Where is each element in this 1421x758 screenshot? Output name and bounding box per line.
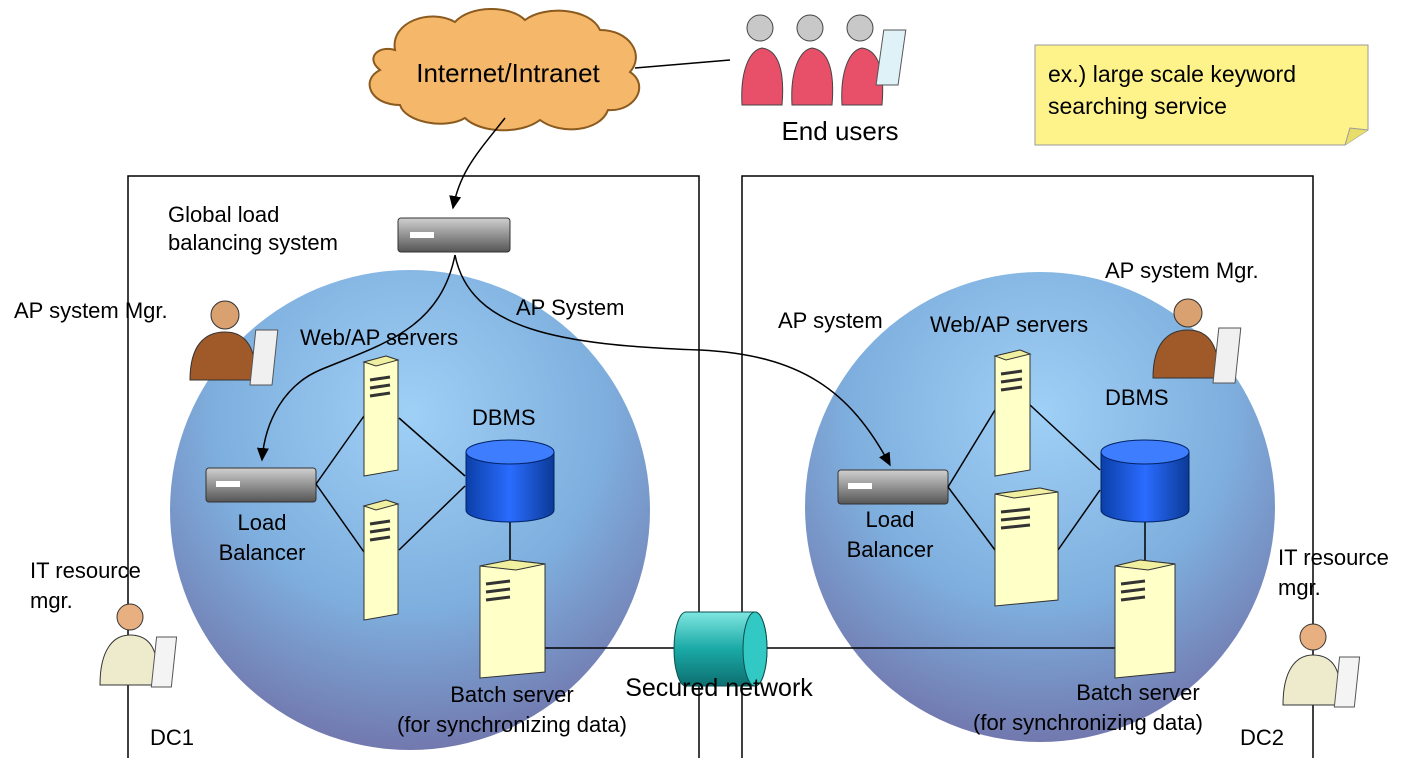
internet-cloud bbox=[368, 8, 641, 132]
dc2-ap-mgr-label: AP system Mgr. bbox=[1105, 258, 1259, 283]
end-users-icon bbox=[741, 14, 907, 106]
dc2-it-mgr-label-line2: mgr. bbox=[1278, 575, 1321, 600]
dc1-dbms-icon bbox=[465, 439, 555, 523]
dc2-label: DC2 bbox=[1240, 725, 1284, 750]
note-line1: ex.) large scale keyword bbox=[1048, 61, 1296, 87]
glb-label-line1: Global load bbox=[168, 202, 279, 227]
dc1-web-server-2-icon bbox=[362, 499, 400, 621]
dc1-connections bbox=[315, 415, 680, 649]
dc1-ap-manager-icon bbox=[189, 300, 279, 386]
dc2-load-balancer-icon bbox=[837, 469, 949, 505]
dc2-dbms-icon bbox=[1100, 439, 1190, 523]
end-users-label: End users bbox=[781, 116, 898, 146]
dc1-batch-server-icon bbox=[479, 559, 546, 679]
dc2-web-server-1-icon bbox=[993, 349, 1032, 477]
glb-to-dc2-lb-arrow bbox=[454, 254, 891, 467]
dc2-it-resource-manager-icon bbox=[1282, 623, 1361, 708]
dc2-web-server-2-icon bbox=[994, 487, 1059, 607]
global-load-balancer-icon bbox=[397, 217, 511, 253]
glb-label-line2: balancing system bbox=[168, 230, 338, 255]
dc1-batch-label-line2: (for synchronizing data) bbox=[397, 712, 627, 737]
dc2-web-ap-servers-label: Web/AP servers bbox=[930, 312, 1088, 337]
dc2-boundary bbox=[741, 175, 1314, 758]
dc2-batch-label-line1: Batch server bbox=[1076, 680, 1200, 705]
dc1-lb-label-line2: Balancer bbox=[219, 540, 306, 565]
glb-to-dc1-lb-arrow bbox=[256, 254, 456, 462]
dc1-web-server-1-icon bbox=[362, 355, 400, 477]
dc2-connections bbox=[947, 404, 1146, 560]
note-line2: searching service bbox=[1048, 93, 1227, 119]
note-box bbox=[1034, 44, 1369, 146]
secured-network-pipe-icon bbox=[673, 611, 768, 687]
dc2-dbms-label: DBMS bbox=[1105, 385, 1169, 410]
cloud-to-users-line bbox=[634, 59, 731, 69]
cloud-to-glb-arrow bbox=[449, 117, 506, 210]
dc1-it-resource-manager-icon bbox=[99, 603, 178, 688]
dc2-ap-manager-icon bbox=[1152, 298, 1242, 384]
dc1-boundary bbox=[127, 175, 700, 758]
dc2-it-mgr-label-line1: IT resource bbox=[1278, 545, 1389, 570]
dc2-batch-label-line2: (for synchronizing data) bbox=[973, 710, 1203, 735]
dc2-lb-label-line2: Balancer bbox=[847, 537, 934, 562]
dc1-lb-label-line1: Load bbox=[238, 510, 287, 535]
dc2-batch-server-icon bbox=[1114, 559, 1176, 679]
dc1-ap-system-label: AP System bbox=[516, 295, 624, 320]
dc1-web-ap-servers-label: Web/AP servers bbox=[300, 325, 458, 350]
cloud-label: Internet/Intranet bbox=[416, 58, 600, 88]
dc1-label: DC1 bbox=[150, 725, 194, 750]
dc1-batch-label-line1: Batch server bbox=[450, 682, 574, 707]
dc1-it-mgr-label-line1: IT resource bbox=[30, 558, 141, 583]
dc2-ap-system-label: AP system bbox=[778, 308, 883, 333]
dc1-it-mgr-label-line2: mgr. bbox=[30, 588, 73, 613]
dc2-lb-label-line1: Load bbox=[866, 507, 915, 532]
dc1-dbms-label: DBMS bbox=[472, 405, 536, 430]
secured-network-label: Secured network bbox=[625, 674, 813, 702]
dc1-load-balancer-icon bbox=[205, 467, 317, 503]
dc1-ap-mgr-label: AP system Mgr. bbox=[14, 298, 168, 323]
